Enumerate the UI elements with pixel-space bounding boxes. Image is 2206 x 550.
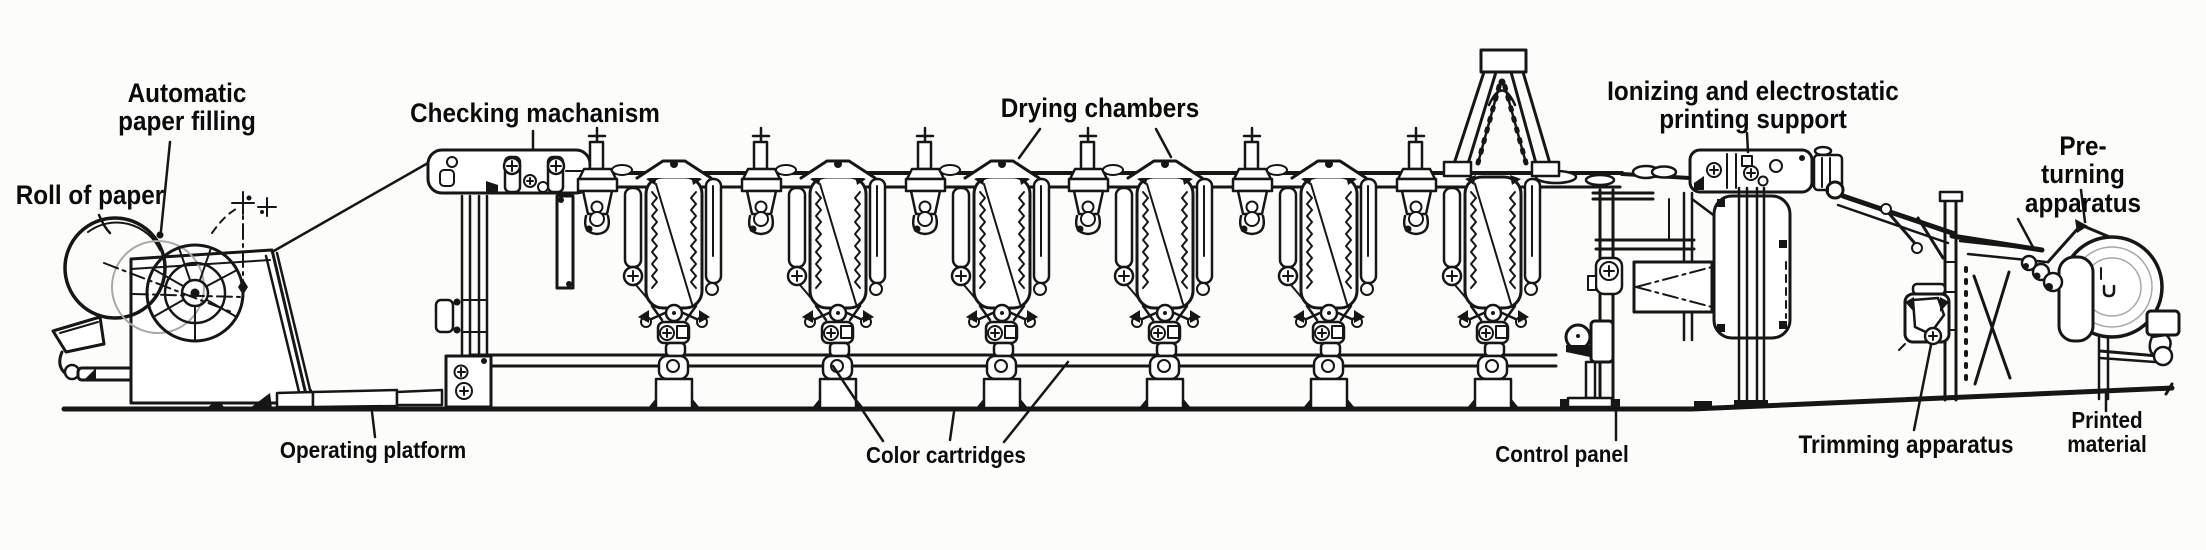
pre-turning-drawing [1958, 217, 2181, 401]
checking-mechanism-drawing [426, 148, 592, 195]
label-operating-platform: Operating platform [279, 437, 467, 463]
label-ionizing-support: Ionizing and electrostatic printing supp… [1607, 76, 1899, 135]
label-drying-chambers: Drying chambers [1000, 93, 1200, 123]
label-checking-machanism: Checking machanism [410, 98, 660, 128]
label-color-cartridges: Color cartridges [866, 442, 1026, 468]
delivery-frame-drawing [1587, 186, 1792, 409]
label-roll-of-paper: Roll of paper [15, 180, 165, 210]
label-automatic-paper-filling: Automatic paper filling [118, 78, 256, 137]
ionizing-unit-drawing [1650, 145, 1844, 194]
label-trimming-apparatus: Trimming apparatus [1798, 431, 2014, 459]
label-pre-turning-apparatus: Pre-turning apparatus [2024, 131, 2142, 218]
reel-stand [51, 161, 430, 408]
folder-tower-drawing [1442, 48, 1561, 178]
leader-lines [97, 127, 2108, 444]
operating-platform-drawing [275, 388, 444, 409]
trimming-apparatus-drawing [1898, 282, 1951, 351]
label-control-panel: Control panel [1495, 441, 1629, 467]
label-printed-material: Printed material [2067, 407, 2147, 458]
control-panel-drawing [1564, 319, 1615, 409]
